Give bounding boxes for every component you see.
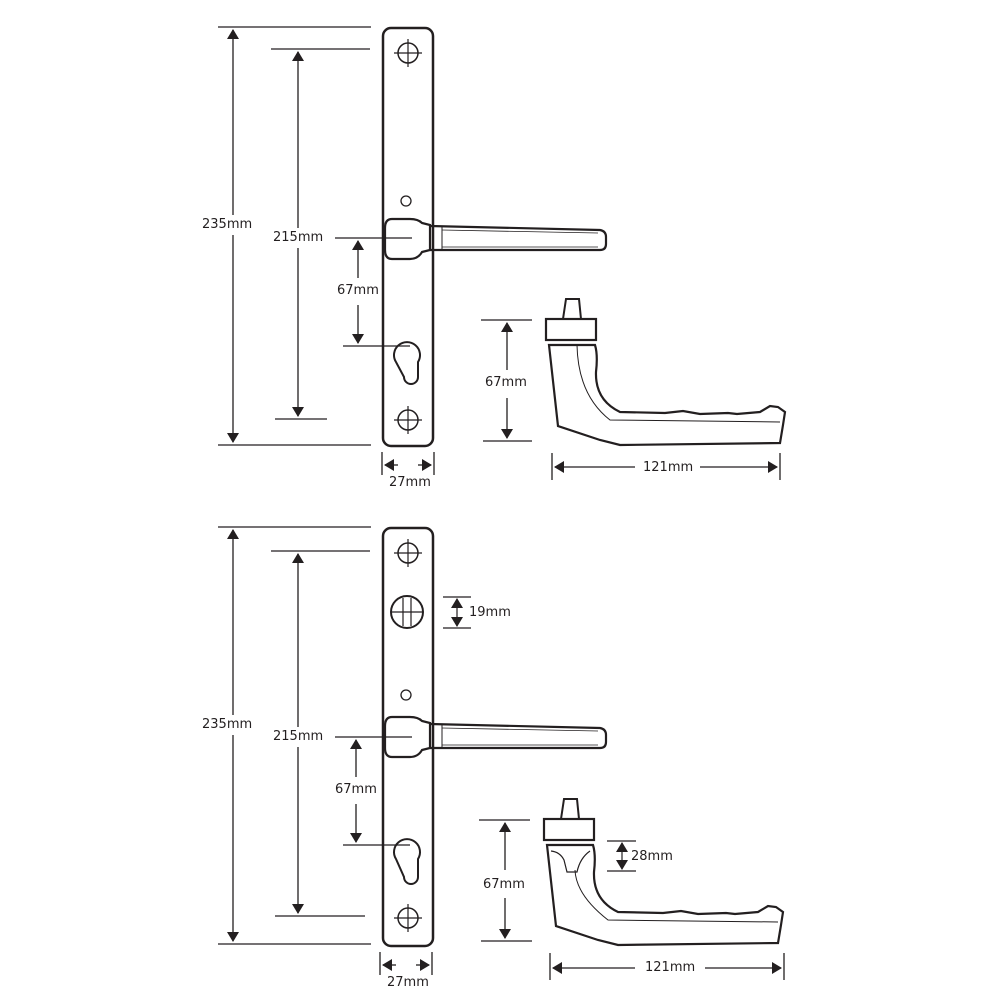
bottom-handle-cylinder-label: 67mm	[335, 782, 377, 798]
bottom-lever-length-label: 121mm	[645, 960, 696, 976]
bottom-fixing-centres-label: 215mm	[273, 729, 324, 745]
top-handle-cylinder-label: 67mm	[337, 283, 379, 299]
top-fixing-centres-label: 215mm	[273, 230, 324, 246]
top-lever-side-drawing	[481, 298, 787, 480]
top-backplate-drawing	[218, 26, 608, 475]
top-lever-length-label: 121mm	[643, 460, 694, 476]
bottom-snib-diameter-label: 19mm	[469, 605, 511, 621]
bottom-lever-height-label: 67mm	[483, 877, 525, 893]
bottom-backplate-width-label: 27mm	[387, 975, 429, 991]
top-lever-height-label: 67mm	[485, 375, 527, 391]
top-backplate-width-label: 27mm	[389, 475, 431, 491]
bottom-total-height-label: 235mm	[202, 717, 253, 733]
top-total-height-label: 235mm	[202, 217, 253, 233]
bottom-lever-side-drawing	[479, 798, 785, 980]
bottom-backplate-drawing	[218, 526, 608, 975]
bottom-lever-neck-label: 28mm	[631, 849, 673, 865]
